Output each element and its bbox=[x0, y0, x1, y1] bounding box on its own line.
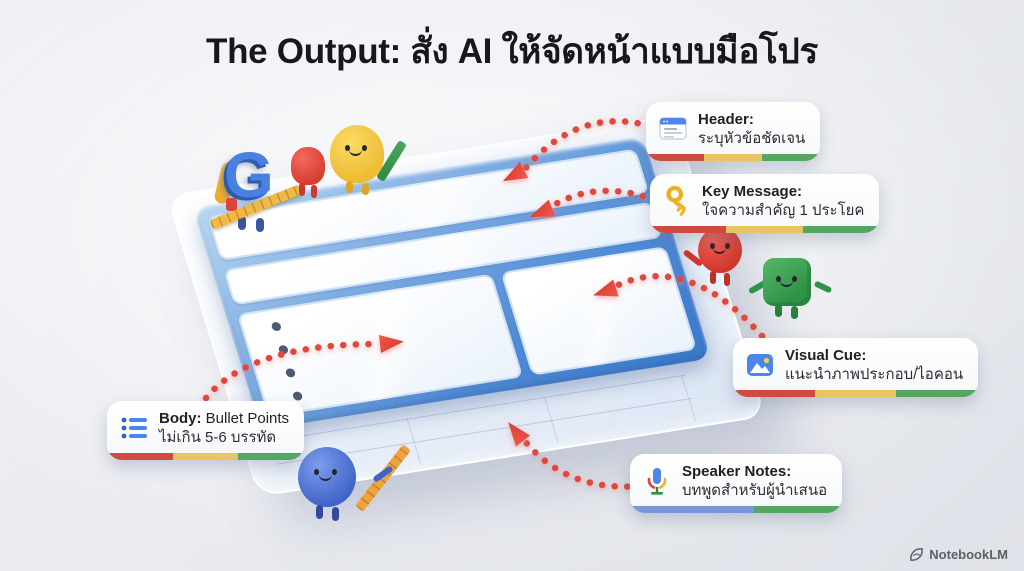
smile bbox=[713, 247, 726, 254]
callout-label: Visual Cue: bbox=[785, 347, 867, 364]
card-stripe bbox=[107, 452, 305, 460]
callout-label: Speaker Notes: bbox=[682, 463, 792, 480]
eye bbox=[362, 145, 367, 151]
ruler-prop bbox=[355, 444, 411, 512]
smile bbox=[780, 280, 793, 287]
callout-header: Header: ระบุหัวข้อชัดเจน bbox=[646, 102, 821, 161]
callout-desc: บทพูดสำหรับผู้นำเสนอ bbox=[682, 481, 828, 499]
callout-desc: ระบุหัวข้อชัดเจน bbox=[698, 129, 806, 147]
red-round-mascot bbox=[682, 227, 748, 291]
browser-window-icon bbox=[659, 117, 687, 140]
callout-label-suffix: Bullet Points bbox=[201, 410, 290, 427]
callout-label: Body: bbox=[159, 410, 202, 427]
page-title: The Output: สั่ง AI ให้จัดหน้าแบบมือโปร bbox=[206, 32, 818, 71]
callout-label: Header: bbox=[698, 111, 754, 128]
smile bbox=[319, 474, 332, 481]
card-stripe bbox=[630, 505, 843, 513]
callout-body: Body: Bullet Points ไม่เกิน 5-6 บรรทัด bbox=[107, 401, 305, 460]
image-icon bbox=[747, 353, 773, 376]
callout-desc: ไม่เกิน 5-6 บรรทัด bbox=[159, 428, 277, 446]
red-blob-mascot bbox=[291, 147, 329, 199]
eye bbox=[792, 276, 797, 282]
callout-key-message: Key Message: ใจความสำคัญ 1 ประโยค bbox=[650, 174, 880, 233]
eye bbox=[725, 243, 730, 249]
eye bbox=[776, 276, 781, 282]
card-stripe bbox=[650, 225, 880, 233]
card-stripe bbox=[733, 389, 979, 397]
callout-desc: ใจความสำคัญ 1 ประโยค bbox=[702, 201, 865, 219]
blue-mascot bbox=[298, 444, 411, 535]
g-red-chip bbox=[226, 198, 237, 211]
bullet-dot bbox=[291, 390, 304, 402]
notebooklm-icon bbox=[910, 548, 924, 561]
arm bbox=[813, 280, 833, 294]
callout-visual-cue: Visual Cue: แนะนำภาพประกอบ/ไอคอน bbox=[733, 338, 979, 397]
yellow-mascot bbox=[330, 125, 407, 201]
watermark-label: NotebookLM bbox=[929, 547, 1008, 562]
google-g-mascot: G bbox=[209, 139, 303, 240]
key-icon bbox=[666, 185, 686, 216]
watermark: NotebookLM bbox=[909, 547, 1008, 562]
bullet-list-icon bbox=[121, 417, 147, 439]
bullet-dot bbox=[284, 367, 297, 378]
smile bbox=[349, 149, 362, 156]
eye bbox=[332, 469, 337, 475]
eye bbox=[345, 145, 350, 151]
card-stripe bbox=[646, 153, 821, 161]
microphone-icon bbox=[647, 467, 667, 495]
green-cube-mascot bbox=[747, 258, 833, 326]
slide-visual-area bbox=[500, 246, 698, 376]
callout-label: Key Message: bbox=[702, 183, 803, 200]
callout-desc: แนะนำภาพประกอบ/ไอคอน bbox=[785, 365, 964, 383]
eye bbox=[314, 469, 319, 475]
bullet-dot bbox=[277, 344, 290, 355]
eye bbox=[710, 243, 715, 249]
bullet-dot bbox=[270, 321, 283, 332]
callout-speaker-notes: Speaker Notes: บทพูดสำหรับผู้นำเสนอ bbox=[630, 454, 843, 513]
